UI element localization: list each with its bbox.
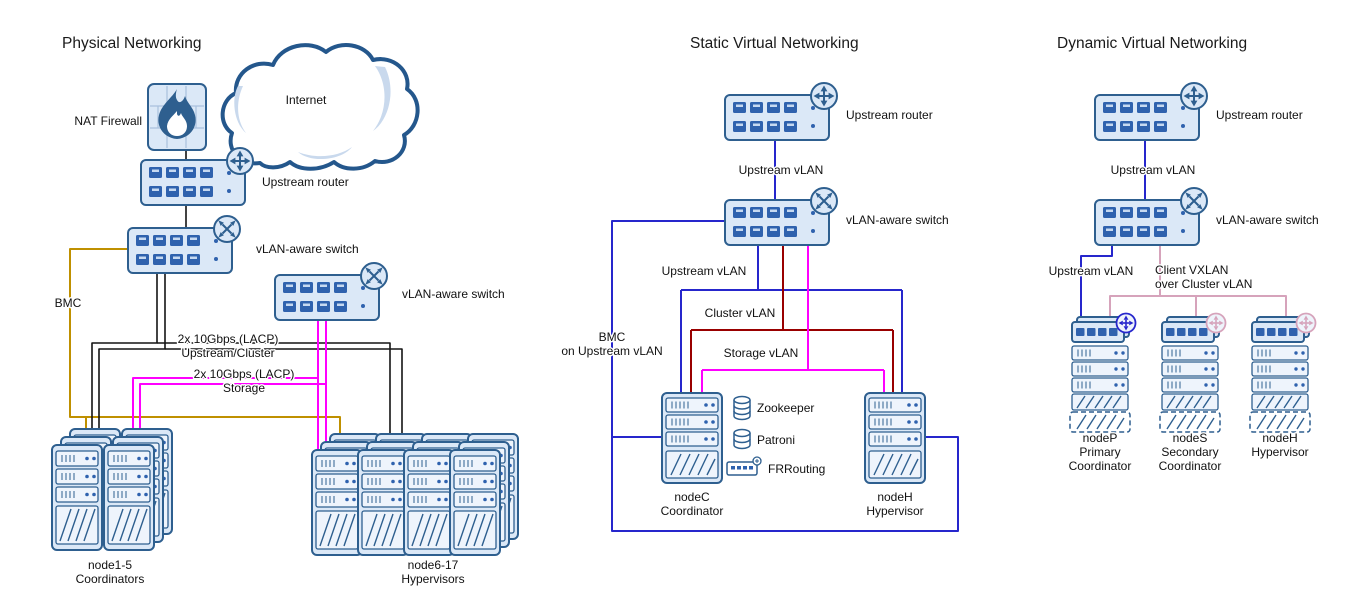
dynamic-title: Dynamic Virtual Networking xyxy=(1057,35,1247,52)
coordinator-stack xyxy=(52,429,172,550)
nodeh-server xyxy=(865,393,925,483)
static-upstream-router xyxy=(725,82,838,140)
nodes-label-3: Coordinator xyxy=(1159,459,1222,473)
zookeeper-label: Zookeeper xyxy=(757,401,814,415)
frrouting-icon xyxy=(726,456,762,476)
dynamic-upstream-router-label: Upstream router xyxy=(1216,108,1303,122)
dynamic-vlan-switch-label: vLAN-aware switch xyxy=(1216,213,1319,227)
dynamic-nodeh-label-1: nodeH xyxy=(1262,431,1297,445)
physical-upstream-router xyxy=(141,147,254,205)
zookeeper-icon xyxy=(733,395,751,421)
coordinators-label-1: node1-5 xyxy=(88,558,132,572)
patroni-icon xyxy=(733,428,751,450)
section-dynamic-virtual: Dynamic Virtual Networking Upstream rout… xyxy=(1047,34,1320,475)
lacp-upstream-label-1: 2x 10Gbps (LACP) xyxy=(178,332,279,346)
upstream-cluster-link-4 xyxy=(165,348,403,458)
internet-label: Internet xyxy=(286,93,327,107)
client-vxlan-label-2: over Cluster vLAN xyxy=(1155,277,1252,291)
switch-badge-icon xyxy=(810,187,838,215)
upstream-cluster-link-1 xyxy=(91,273,158,458)
virtual-router-badge-icon xyxy=(1115,312,1137,334)
nodeh-stack xyxy=(1250,312,1317,433)
static-cluster-vlan-link xyxy=(690,245,894,399)
dynamic-upstream-vlan-label: Upstream vLAN xyxy=(1049,264,1134,278)
physical-vlan-switch-upper xyxy=(128,215,241,273)
hypervisors-label-1: node6-17 xyxy=(408,558,459,572)
dynamic-upstream-vlan-top-label: Upstream vLAN xyxy=(1111,163,1196,177)
physical-vlan-switch-lower-label: vLAN-aware switch xyxy=(402,287,505,301)
static-vlan-switch xyxy=(725,187,838,245)
nodes-stack xyxy=(1160,312,1227,433)
nodep-label-2: Primary xyxy=(1079,445,1120,459)
switch-badge-icon xyxy=(213,215,241,243)
upstream-cluster-link-3 xyxy=(157,342,391,458)
static-vlan-switch-label: vLAN-aware switch xyxy=(846,213,949,227)
frrouting-label: FRRouting xyxy=(768,462,825,476)
lacp-upstream-label-2: Upstream/Cluster xyxy=(181,346,274,360)
nodep-stack xyxy=(1070,312,1137,433)
virtual-router-badge-icon xyxy=(1205,312,1227,334)
virtual-router-badge-icon xyxy=(1295,312,1317,334)
nodec-label-2: Coordinator xyxy=(661,504,724,518)
physical-vlan-switch-lower xyxy=(275,262,388,320)
router-badge-icon xyxy=(226,147,254,175)
static-nodeh-label-1: nodeH xyxy=(877,490,912,504)
nat-firewall-icon xyxy=(147,83,207,151)
hypervisors-label-2: Hypervisors xyxy=(401,572,464,586)
static-bmc-link xyxy=(611,220,959,532)
client-vxlan-link xyxy=(1109,245,1287,330)
section-static-virtual: Static Virtual Networking Upstream route… xyxy=(560,34,959,532)
physical-upstream-router-label: Upstream router xyxy=(262,175,349,189)
client-vxlan-label-1: Client VXLAN xyxy=(1155,263,1228,277)
static-storage-vlan-label: Storage vLAN xyxy=(724,346,799,360)
nodep-label-3: Coordinator xyxy=(1069,459,1132,473)
dynamic-upstream-router xyxy=(1095,82,1208,140)
static-bmc-label-2: on Upstream vLAN xyxy=(561,344,662,358)
static-bmc-label-1: BMC xyxy=(599,330,626,344)
upstream-cluster-link-2 xyxy=(98,273,166,458)
lacp-storage-label-2: Storage xyxy=(223,381,265,395)
router-badge-icon xyxy=(1180,82,1208,110)
nodec-server xyxy=(662,393,722,483)
nodec-label-1: nodeC xyxy=(674,490,710,504)
nodes-label-1: nodeS xyxy=(1173,431,1208,445)
physical-title: Physical Networking xyxy=(62,35,202,52)
static-cluster-vlan-label: Cluster vLAN xyxy=(705,306,776,320)
static-upstream-vlan-label: Upstream vLAN xyxy=(662,264,747,278)
nat-firewall-label: NAT Firewall xyxy=(74,114,142,128)
static-title: Static Virtual Networking xyxy=(690,35,859,52)
router-badge-icon xyxy=(810,82,838,110)
nodes-label-2: Secondary xyxy=(1161,445,1218,459)
static-storage-vlan-link xyxy=(701,245,885,399)
internet-cloud-icon xyxy=(220,43,420,171)
hypervisor-stack xyxy=(312,434,518,555)
switch-badge-icon xyxy=(1180,187,1208,215)
dynamic-vlan-switch xyxy=(1095,187,1208,245)
static-upstream-router-label: Upstream router xyxy=(846,108,933,122)
nodep-label-1: nodeP xyxy=(1083,431,1118,445)
static-upstream-vlan-top-label: Upstream vLAN xyxy=(739,163,824,177)
coordinators-label-2: Coordinators xyxy=(76,572,145,586)
dynamic-nodeh-label-2: Hypervisor xyxy=(1251,445,1308,459)
static-upstream-vlan-link xyxy=(680,245,903,399)
static-nodeh-label-2: Hypervisor xyxy=(866,504,923,518)
dynamic-upstream-vlan-link xyxy=(1080,245,1113,330)
bmc-label: BMC xyxy=(55,296,82,310)
switch-badge-icon xyxy=(360,262,388,290)
patroni-label: Patroni xyxy=(757,433,795,447)
lacp-storage-label-1: 2x 10Gbps (LACP) xyxy=(194,367,295,381)
physical-vlan-switch-upper-label: vLAN-aware switch xyxy=(256,242,359,256)
section-physical: Physical Networking Internet NAT Firewal… xyxy=(52,34,518,587)
